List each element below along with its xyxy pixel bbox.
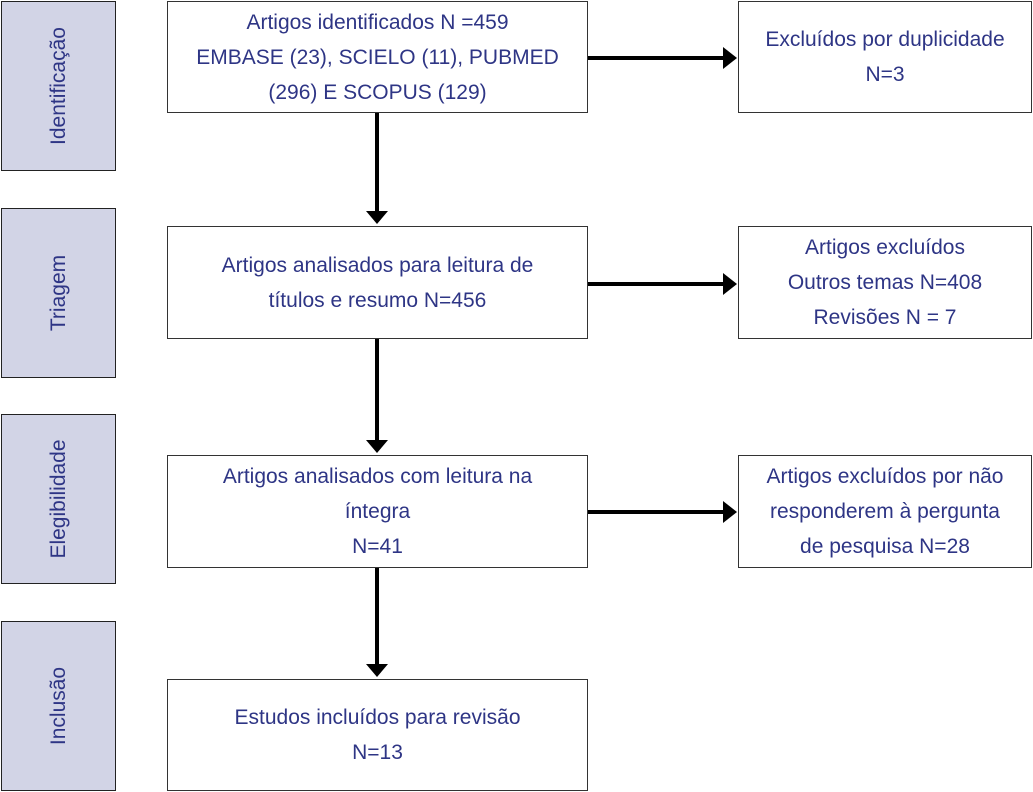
phase-identification: Identificação <box>1 1 116 171</box>
box-identified-line-1: Artigos identificados N =459 <box>246 10 509 34</box>
box-fulltext: Artigos analisados com leitura na íntegr… <box>167 455 588 568</box>
phase-inclusion: Inclusão <box>1 621 116 791</box>
box-excluded-screening-line-3: Revisões N = 7 <box>813 306 957 329</box>
box-excluded-fulltext-line-1: Artigos excluídos por não <box>766 465 1004 488</box>
box-excluded-fulltext-line-2: responderem à pergunta <box>770 500 1000 523</box>
box-excluded-screening-line-1: Artigos excluídos <box>805 236 965 259</box>
box-excluded-fulltext: Artigos excluídos por não responderem à … <box>738 455 1032 568</box>
box-identified-line-2: EMBASE (23), SCIELO (11), PUBMED <box>196 45 559 69</box>
arrow-screened-to-excluded <box>588 273 737 295</box>
arrow-identified-to-screened <box>366 113 388 224</box>
box-fulltext-line-1: Artigos analisados com leitura na <box>222 465 533 488</box>
box-fulltext-line-3: N=41 <box>352 535 403 558</box>
box-duplicates: Excluídos por duplicidade N=3 <box>738 1 1032 113</box>
box-identified: Artigos identificados N =459 EMBASE (23)… <box>167 1 588 113</box>
box-excluded-screening-line-2: Outros temas N=408 <box>787 271 983 294</box>
box-screened: Artigos analisados para leitura de títul… <box>167 226 588 339</box>
box-excluded-fulltext-line-3: de pesquisa N=28 <box>800 535 970 558</box>
box-included: Estudos incluídos para revisão N=13 <box>167 679 588 791</box>
box-included-line-2: N=13 <box>352 741 403 764</box>
box-screened-line-1: Artigos analisados para leitura de <box>221 253 534 277</box>
box-fulltext-line-2: íntegra <box>344 500 411 523</box>
box-duplicates-line-2: N=3 <box>865 63 905 86</box>
box-screened-line-2: títulos e resumo N=456 <box>268 288 487 312</box>
arrow-identified-to-duplicates <box>588 47 737 69</box>
arrow-screened-to-fulltext <box>366 339 388 453</box>
arrow-fulltext-to-excluded <box>588 501 737 523</box>
box-duplicates-line-1: Excluídos por duplicidade <box>765 28 1005 51</box>
phase-eligibility: Elegibilidade <box>1 414 116 584</box>
box-excluded-screening: Artigos excluídos Outros temas N=408 Rev… <box>738 226 1032 339</box>
box-included-line-1: Estudos incluídos para revisão <box>234 706 521 729</box>
arrow-fulltext-to-included <box>366 568 388 677</box>
box-identified-line-3: (296) E SCOPUS (129) <box>268 80 487 104</box>
phase-screening: Triagem <box>1 208 116 378</box>
